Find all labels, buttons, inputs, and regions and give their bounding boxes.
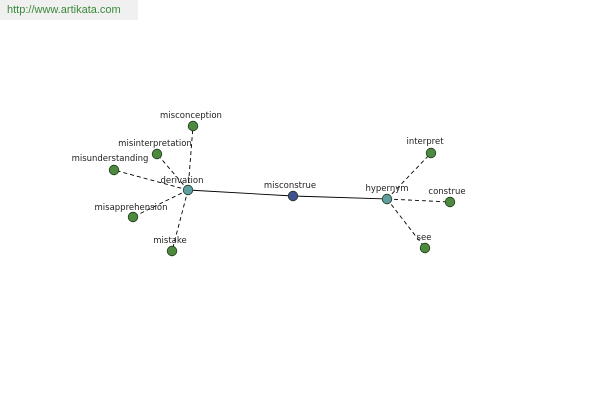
- node-mistake[interactable]: mistake: [153, 236, 187, 257]
- edge-hypernym-see: [386, 198, 426, 249]
- node-label-misconception: misconception: [160, 111, 222, 121]
- node-label-misunderstanding: misunderstanding: [72, 154, 149, 164]
- node-marker-construe[interactable]: [444, 196, 456, 208]
- node-misunderstanding[interactable]: misunderstanding: [72, 154, 149, 176]
- site-url-link[interactable]: http://www.artikata.com: [7, 4, 121, 16]
- edge-derivation-mistake: [171, 189, 189, 252]
- node-interpret[interactable]: interpret: [406, 137, 444, 159]
- node-marker-interpret[interactable]: [425, 147, 437, 159]
- edge-derivation-misunderstanding: [113, 169, 189, 191]
- node-marker-misconstrue[interactable]: [287, 190, 299, 202]
- edge-hypernym-interpret: [386, 152, 432, 200]
- node-misconception[interactable]: misconception: [160, 111, 222, 132]
- graph-edges: [113, 125, 451, 252]
- node-label-hypernym: hypernym: [365, 184, 408, 194]
- edge-center-hypernym: [292, 195, 388, 200]
- node-marker-misinterpretation[interactable]: [151, 148, 163, 160]
- node-construe[interactable]: construe: [428, 187, 466, 208]
- graph-nodes: misconception misinterpretation misunderst…: [72, 111, 466, 257]
- node-marker-misconception[interactable]: [187, 120, 199, 132]
- node-label-see: see: [417, 233, 432, 243]
- node-hypernym[interactable]: hypernym: [365, 184, 409, 205]
- node-misapprehension[interactable]: misapprehension: [95, 203, 168, 223]
- node-derivation[interactable]: derivation: [160, 176, 204, 196]
- node-marker-misunderstanding[interactable]: [108, 164, 120, 176]
- node-marker-see[interactable]: [419, 242, 431, 254]
- edge-center-derivation: [187, 189, 294, 197]
- edge-derivation-misinterpretation: [156, 153, 189, 191]
- node-marker-mistake[interactable]: [166, 245, 178, 257]
- edge-derivation-misconception: [187, 125, 194, 191]
- node-label-misconstrue: misconstrue: [264, 181, 316, 191]
- node-marker-misapprehension[interactable]: [127, 211, 139, 223]
- node-label-interpret: interpret: [406, 137, 444, 147]
- node-marker-hypernym[interactable]: [381, 193, 393, 205]
- node-label-mistake: mistake: [153, 236, 186, 246]
- url-banner: http://www.artikata.com: [0, 0, 138, 20]
- edge-hypernym-construe: [386, 198, 451, 203]
- node-label-construe: construe: [428, 187, 465, 197]
- edge-derivation-misapprehension: [132, 189, 189, 218]
- node-marker-derivation[interactable]: [182, 184, 194, 196]
- node-label-misapprehension: misapprehension: [95, 203, 168, 213]
- node-label-misinterpretation: misinterpretation: [118, 139, 192, 149]
- node-misinterpretation[interactable]: misinterpretation: [118, 139, 192, 160]
- node-misconstrue[interactable]: misconstrue: [264, 181, 316, 202]
- node-label-derivation: derivation: [160, 176, 203, 186]
- node-see[interactable]: see: [417, 233, 432, 254]
